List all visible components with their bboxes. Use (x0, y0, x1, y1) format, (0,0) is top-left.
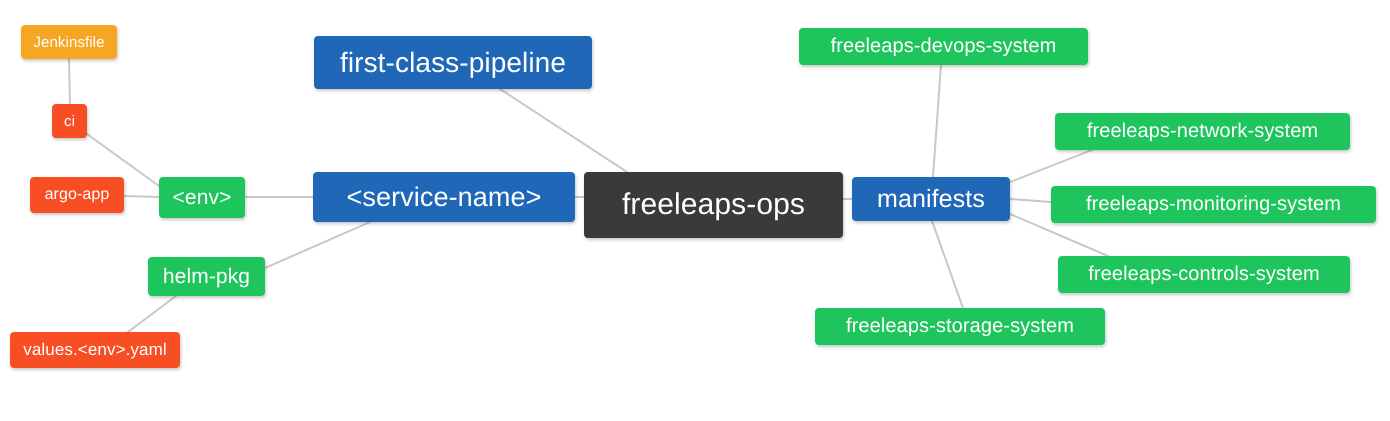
edge-service-name-to-helm-pkg (264, 221, 371, 269)
mindmap-node-service-name[interactable]: <service-name> (313, 172, 575, 222)
node-label: argo-app (44, 186, 110, 203)
mindmap-node-values-yaml[interactable]: values.<env>.yaml (10, 332, 180, 368)
mindmap-node-freeleaps-ops[interactable]: freeleaps-ops (584, 172, 843, 238)
mindmap-node-env[interactable]: <env> (159, 177, 245, 218)
mindmap-node-first-class-pipeline[interactable]: first-class-pipeline (314, 36, 592, 89)
edge-manifests-to-storage-system (931, 220, 964, 309)
node-label: freeleaps-storage-system (845, 315, 1075, 337)
mindmap-node-manifests[interactable]: manifests (852, 177, 1010, 221)
node-label: ci (63, 112, 76, 130)
mindmap-node-argo-app[interactable]: argo-app (30, 177, 124, 213)
mindmap-node-helm-pkg[interactable]: helm-pkg (148, 257, 265, 296)
edge-first-class-pipeline-to-freeleaps-ops (499, 88, 628, 173)
mindmap-node-storage-system[interactable]: freeleaps-storage-system (815, 308, 1105, 345)
node-label: Jenkinsfile (33, 33, 105, 51)
node-label: freeleaps-devops-system (830, 35, 1057, 57)
edge-manifests-to-network-system (1009, 149, 1093, 183)
node-label: values.<env>.yaml (23, 340, 167, 359)
node-label: freeleaps-monitoring-system (1085, 193, 1341, 215)
edge-argo-app-to-env (123, 195, 160, 198)
mindmap-node-controls-system[interactable]: freeleaps-controls-system (1058, 256, 1350, 293)
node-label: freeleaps-controls-system (1088, 263, 1320, 285)
edge-manifests-to-devops-system (932, 64, 942, 178)
edge-helm-pkg-to-values-yaml (127, 295, 177, 333)
edge-jenkinsfile-to-ci (68, 58, 71, 105)
edge-manifests-to-monitoring-system (1009, 198, 1052, 203)
node-label: <service-name> (346, 181, 542, 212)
node-label: <env> (172, 185, 232, 209)
mindmap-node-jenkinsfile[interactable]: Jenkinsfile (21, 25, 117, 59)
mindmap-node-network-system[interactable]: freeleaps-network-system (1055, 113, 1350, 150)
mindmap-node-ci[interactable]: ci (52, 104, 87, 138)
node-label: first-class-pipeline (339, 46, 567, 78)
node-label: helm-pkg (162, 264, 251, 288)
node-label: freeleaps-network-system (1086, 120, 1319, 142)
node-label: manifests (877, 184, 985, 213)
node-label: freeleaps-ops (621, 188, 806, 221)
mindmap-node-devops-system[interactable]: freeleaps-devops-system (799, 28, 1088, 65)
mindmap-node-monitoring-system[interactable]: freeleaps-monitoring-system (1051, 186, 1376, 223)
